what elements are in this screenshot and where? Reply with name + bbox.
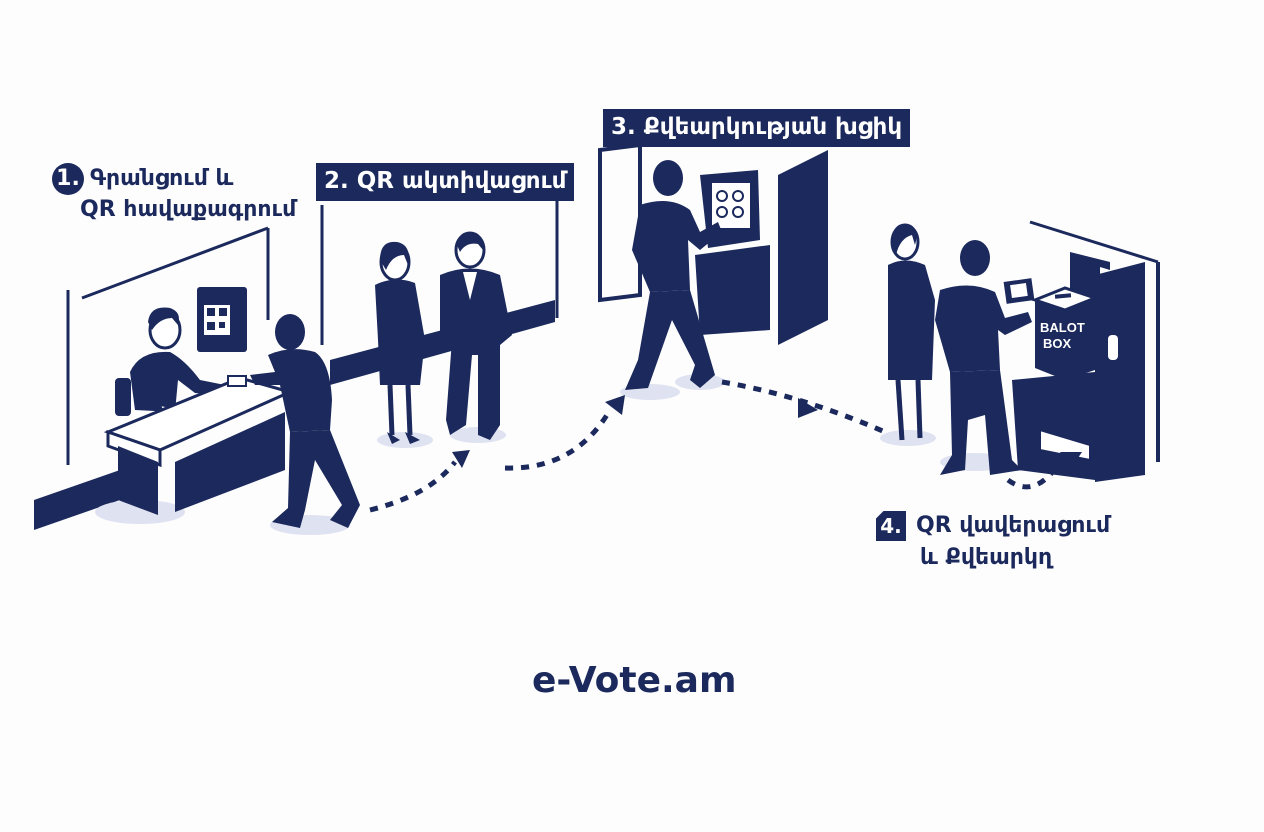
step2-label: 2. QR ակտիվացում xyxy=(316,163,575,201)
arrow-heads xyxy=(452,395,1082,470)
arrow-4-final xyxy=(1006,460,1063,490)
svg-text:BOX: BOX xyxy=(1043,336,1072,351)
step1-label: 1.Գրանցում և QR հավաքագրում xyxy=(52,163,296,225)
official-woman-figure xyxy=(375,241,425,444)
brand-logo-text: e-Vote.am xyxy=(532,660,737,701)
observer-woman-figure xyxy=(888,223,935,441)
step4-label: 4. QR վավերացում և Քվեարկղ xyxy=(876,510,1110,574)
ballot-box-icon: BALOT BOX xyxy=(1030,286,1100,380)
arrow-1-to-2 xyxy=(369,460,457,513)
arrow-2-to-3 xyxy=(504,408,613,471)
step4-number-badge: 4. xyxy=(876,511,906,541)
booth-door xyxy=(1095,262,1145,482)
svg-text:BALOT: BALOT xyxy=(1040,320,1085,335)
step2-activation-scene xyxy=(375,200,559,448)
step4-title-line2: և Քվեարկղ xyxy=(920,545,1053,570)
voter-figure-step4 xyxy=(935,240,1035,475)
official-man-figure xyxy=(440,231,512,440)
step3-label: 3. Քվեարկության խցիկ xyxy=(603,109,911,147)
step1-title-line1: Գրանցում և xyxy=(90,166,234,191)
step1-number-badge: 1. xyxy=(52,163,84,195)
voter-figure-step3 xyxy=(625,160,722,390)
step1-title-line2: QR հավաքագրում xyxy=(80,197,297,222)
voter-figure-step1 xyxy=(227,314,360,528)
step4-title-line1: QR վավերացում xyxy=(916,513,1111,538)
step4-ballot-scene: BALOT BOX xyxy=(880,220,1160,482)
step3-booth-scene xyxy=(598,142,828,400)
